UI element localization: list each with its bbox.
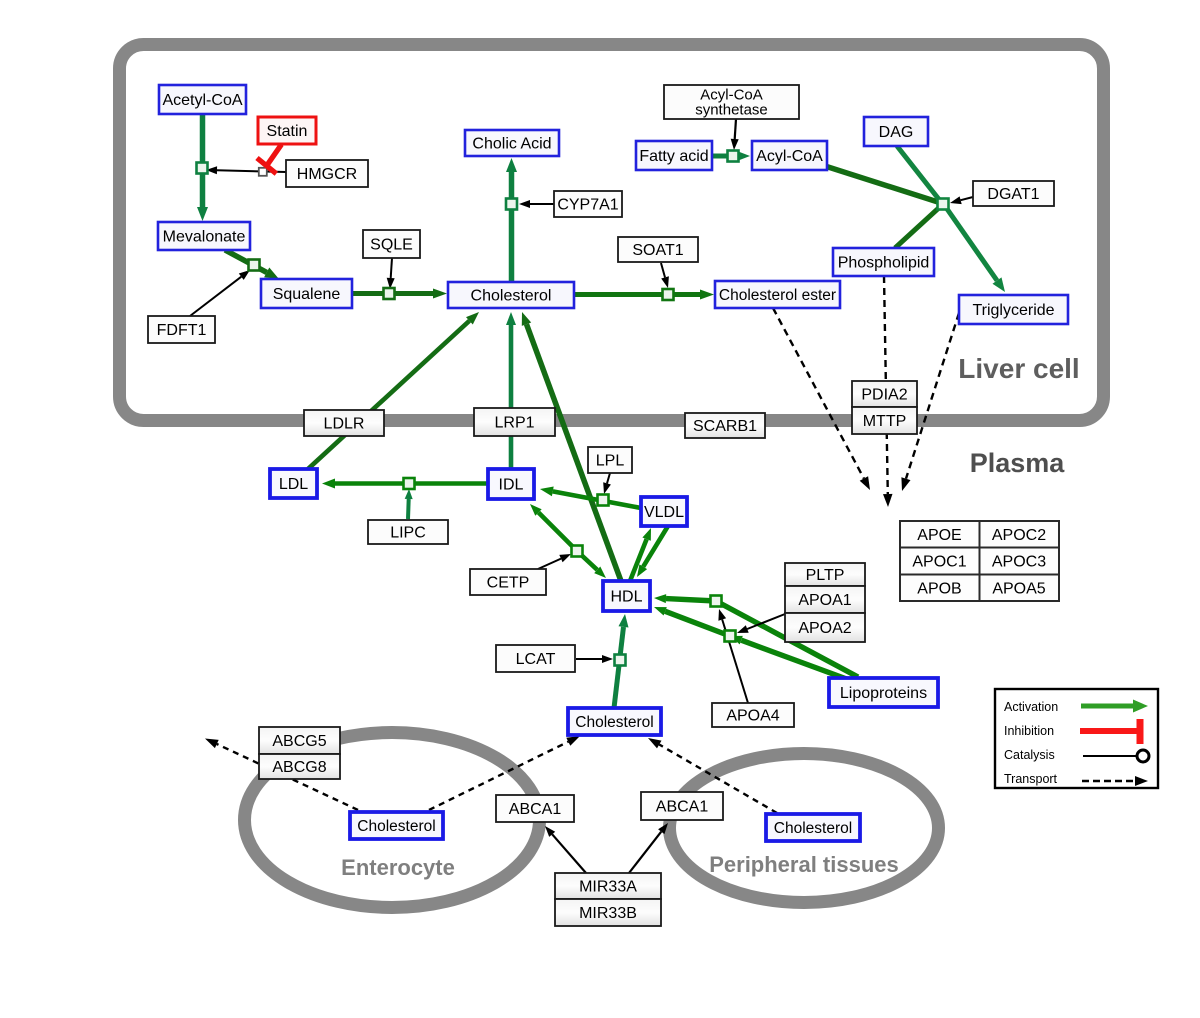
svg-text:LDL: LDL — [279, 476, 308, 493]
svg-text:MIR33B: MIR33B — [579, 905, 637, 922]
svg-text:IDL: IDL — [499, 477, 524, 494]
svg-text:LRP1: LRP1 — [494, 415, 534, 432]
svg-text:ABCA1: ABCA1 — [656, 799, 709, 816]
svg-text:APOE: APOE — [917, 527, 961, 544]
svg-text:Enterocyte: Enterocyte — [341, 855, 455, 880]
svg-text:HMGCR: HMGCR — [297, 166, 357, 183]
svg-text:Acyl-CoA: Acyl-CoA — [700, 87, 763, 104]
svg-text:SOAT1: SOAT1 — [632, 242, 683, 259]
svg-text:DGAT1: DGAT1 — [987, 186, 1039, 203]
svg-text:SCARB1: SCARB1 — [693, 418, 757, 435]
svg-text:MIR33A: MIR33A — [579, 879, 637, 896]
svg-text:APOC1: APOC1 — [912, 554, 966, 571]
svg-text:Cholesterol: Cholesterol — [774, 820, 852, 837]
svg-text:Statin: Statin — [267, 123, 308, 140]
svg-text:Inhibition: Inhibition — [1004, 724, 1054, 738]
svg-text:LCAT: LCAT — [516, 651, 556, 668]
svg-text:Plasma: Plasma — [970, 448, 1066, 478]
svg-text:Catalysis: Catalysis — [1004, 748, 1055, 762]
svg-text:Cholesterol: Cholesterol — [471, 288, 552, 305]
svg-text:Fatty acid: Fatty acid — [639, 148, 708, 165]
svg-text:LDLR: LDLR — [324, 416, 365, 433]
svg-text:APOA2: APOA2 — [798, 620, 851, 637]
svg-text:APOC2: APOC2 — [992, 527, 1046, 544]
svg-text:Lipoproteins: Lipoproteins — [840, 685, 927, 702]
svg-text:LPL: LPL — [596, 453, 625, 470]
svg-text:synthetase: synthetase — [695, 102, 768, 119]
svg-text:HDL: HDL — [610, 589, 642, 606]
svg-text:Squalene: Squalene — [273, 286, 341, 303]
svg-text:ABCG8: ABCG8 — [272, 759, 326, 776]
svg-text:APOA1: APOA1 — [798, 592, 851, 609]
svg-text:CYP7A1: CYP7A1 — [557, 197, 618, 214]
svg-text:Liver cell: Liver cell — [958, 353, 1079, 384]
svg-text:Activation: Activation — [1004, 700, 1058, 714]
svg-text:Cholesterol: Cholesterol — [357, 818, 435, 835]
svg-text:VLDL: VLDL — [644, 504, 684, 521]
svg-text:APOB: APOB — [917, 580, 961, 597]
svg-text:SQLE: SQLE — [370, 237, 413, 254]
svg-text:Phospholipid: Phospholipid — [838, 255, 930, 272]
svg-text:APOC3: APOC3 — [992, 554, 1046, 571]
svg-text:APOA5: APOA5 — [992, 580, 1045, 597]
svg-text:Mevalonate: Mevalonate — [163, 229, 246, 246]
svg-text:PDIA2: PDIA2 — [861, 387, 907, 404]
svg-text:Cholic Acid: Cholic Acid — [472, 136, 551, 153]
svg-text:Peripheral tissues: Peripheral tissues — [709, 852, 899, 877]
svg-text:CETP: CETP — [487, 575, 530, 592]
svg-text:ABCA1: ABCA1 — [509, 801, 562, 818]
svg-text:Triglyceride: Triglyceride — [972, 302, 1054, 319]
svg-text:Cholesterol ester: Cholesterol ester — [719, 287, 836, 304]
svg-text:Transport: Transport — [1004, 772, 1058, 786]
svg-text:Cholesterol: Cholesterol — [575, 714, 653, 731]
svg-text:APOA4: APOA4 — [726, 708, 779, 725]
svg-text:DAG: DAG — [879, 124, 914, 141]
svg-text:LIPC: LIPC — [390, 525, 426, 542]
svg-text:Acetyl-CoA: Acetyl-CoA — [162, 92, 242, 109]
svg-text:PLTP: PLTP — [806, 567, 845, 584]
svg-text:MTTP: MTTP — [863, 413, 907, 430]
svg-text:FDFT1: FDFT1 — [157, 322, 207, 339]
svg-text:Acyl-CoA: Acyl-CoA — [756, 148, 823, 165]
svg-text:ABCG5: ABCG5 — [272, 733, 326, 750]
